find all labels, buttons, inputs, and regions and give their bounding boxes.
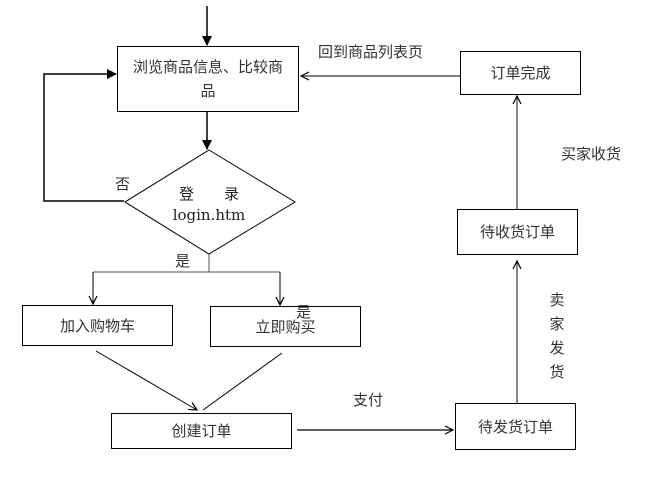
- yes-label: 是: [175, 252, 191, 270]
- no-loop-arrow: [43, 69, 124, 202]
- seller-ship-char: 货: [549, 363, 565, 381]
- login-title: 登 录: [178, 185, 239, 203]
- seller-ship-char: 家: [549, 315, 565, 333]
- browse-products-label: 浏览商品信息、比较商品: [132, 58, 283, 100]
- login-decision-text: 登 录 login.htm: [150, 184, 268, 226]
- browse-products-node: 浏览商品信息、比较商品: [117, 46, 299, 112]
- login-page: login.htm: [172, 206, 246, 224]
- buy-now-node: 立即购买: [210, 306, 361, 347]
- buyer-receive-label: 买家收货: [561, 145, 622, 163]
- cart-to-order-arrow: [95, 350, 197, 410]
- order-complete-label: 订单完成: [490, 64, 551, 82]
- pending-receipt-label: 待收货订单: [479, 223, 555, 241]
- pending-shipment-label: 待发货订单: [477, 417, 553, 436]
- yes-label-overlap: 是: [296, 303, 312, 321]
- create-order-node: 创建订单: [111, 413, 292, 449]
- order-complete-node: 订单完成: [460, 51, 581, 95]
- pending-receipt-node: 待收货订单: [457, 209, 578, 255]
- create-order-label: 创建订单: [171, 422, 232, 440]
- pay-label: 支付: [353, 391, 384, 409]
- seller-ship-label: 卖 家 发 货: [548, 288, 566, 384]
- buy-now-label: 立即购买: [255, 317, 316, 336]
- add-to-cart-node: 加入购物车: [22, 305, 173, 346]
- buy-to-order-line: [202, 352, 283, 411]
- pending-shipment-node: 待发货订单: [455, 403, 576, 450]
- no-label: 否: [115, 175, 131, 193]
- add-to-cart-label: 加入购物车: [59, 316, 135, 335]
- seller-ship-char: 发: [549, 339, 565, 357]
- back-to-list-label: 回到商品列表页: [318, 43, 424, 61]
- seller-ship-char: 卖: [549, 291, 565, 309]
